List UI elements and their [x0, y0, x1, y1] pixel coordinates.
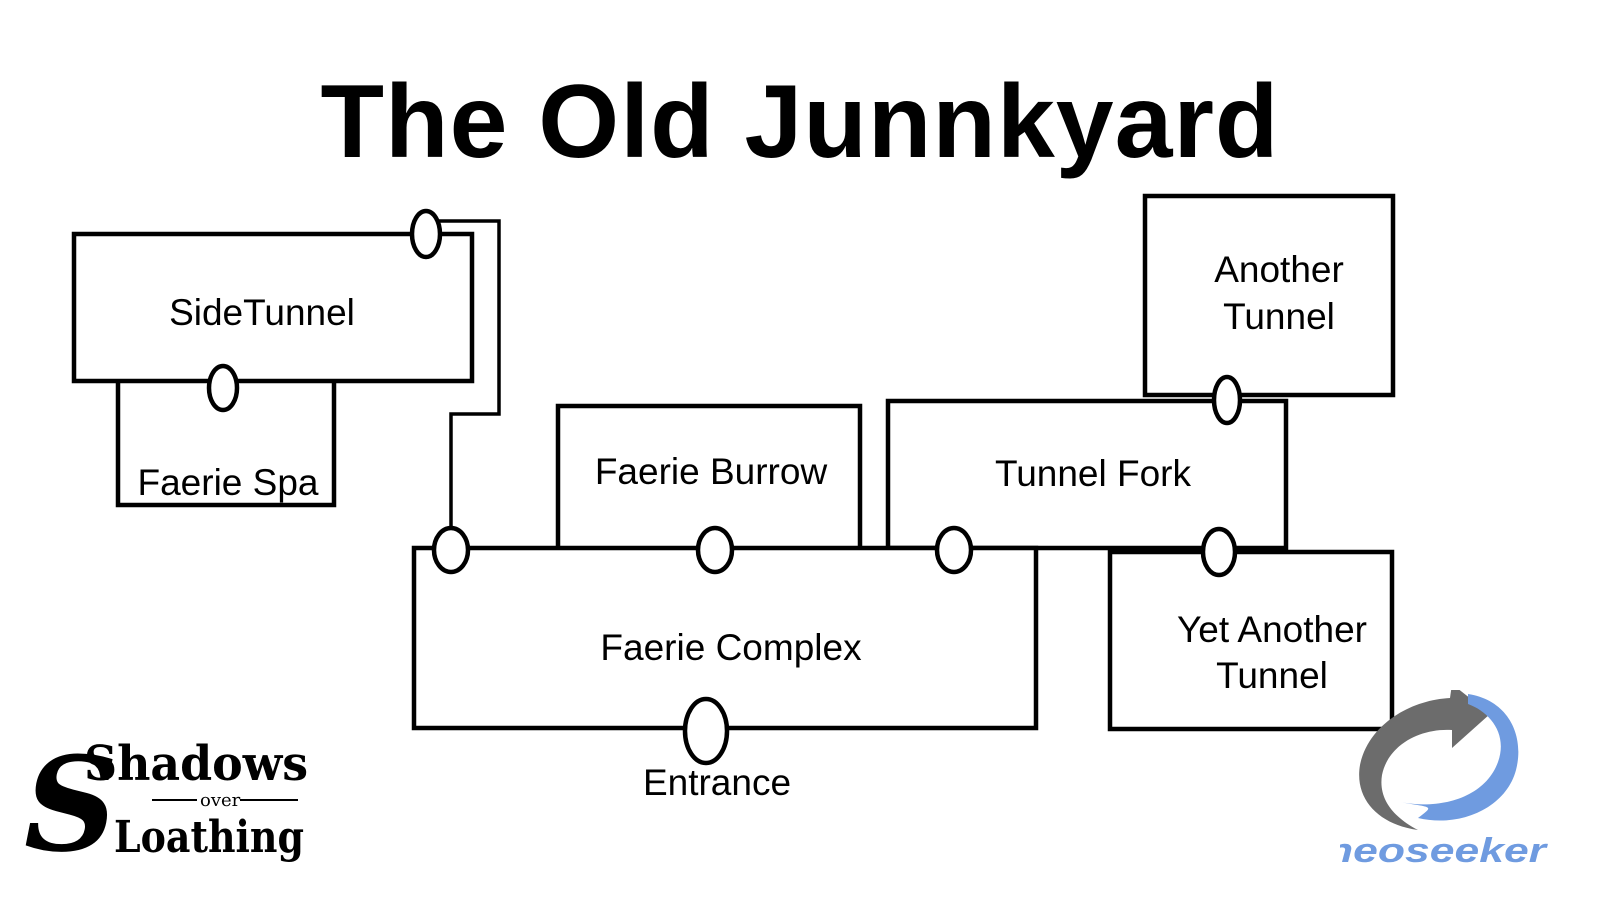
label-faerie-complex: Faerie Complex — [600, 627, 862, 668]
label-tunnel-fork: Tunnel Fork — [995, 453, 1192, 494]
logo-text-shadows: Shadows — [84, 736, 308, 792]
logo-text-loathing: Loathing — [114, 812, 304, 863]
room-faerie-complex — [411, 545, 1039, 731]
door-side-tunnel-spa — [206, 363, 240, 413]
neo-blue-swoosh — [1400, 694, 1519, 821]
label-faerie-burrow: Faerie Burrow — [595, 451, 828, 492]
door-complex-burrow — [695, 525, 735, 575]
neo-wordmark: neoseeker — [1340, 832, 1548, 870]
label-another-tunnel-1: Another — [1214, 249, 1344, 290]
label-faerie-spa: Faerie Spa — [138, 462, 319, 503]
neo-gray-swoosh — [1359, 690, 1490, 830]
room-tunnel-fork — [885, 398, 1289, 551]
label-entrance: Entrance — [643, 762, 791, 803]
room-another-tunnel — [1142, 193, 1396, 398]
label-side-tunnel: SideTunnel — [169, 292, 355, 333]
shadows-over-loathing-logo: S Shadows over Loathing — [24, 728, 308, 872]
label-yet-another-tunnel-2: Tunnel — [1216, 655, 1328, 696]
door-entrance — [682, 696, 730, 766]
door-complex-fork — [934, 525, 974, 575]
map-title: The Old Junnkyard — [320, 64, 1280, 180]
door-complex-passage — [431, 525, 471, 575]
passage-line — [437, 219, 501, 548]
room-side-tunnel — [71, 231, 475, 384]
label-another-tunnel-2: Tunnel — [1223, 296, 1335, 337]
door-side-tunnel-top — [409, 208, 443, 260]
logo-big-s: S — [24, 728, 118, 872]
neoseeker-logo: neoseeker — [1340, 690, 1548, 870]
logo-text-over: over — [200, 790, 241, 811]
label-yet-another-tunnel-1: Yet Another — [1177, 609, 1367, 650]
room-yet-another-tunnel — [1107, 549, 1395, 732]
door-fork-yet-another — [1200, 526, 1238, 578]
door-fork-another — [1211, 374, 1243, 426]
